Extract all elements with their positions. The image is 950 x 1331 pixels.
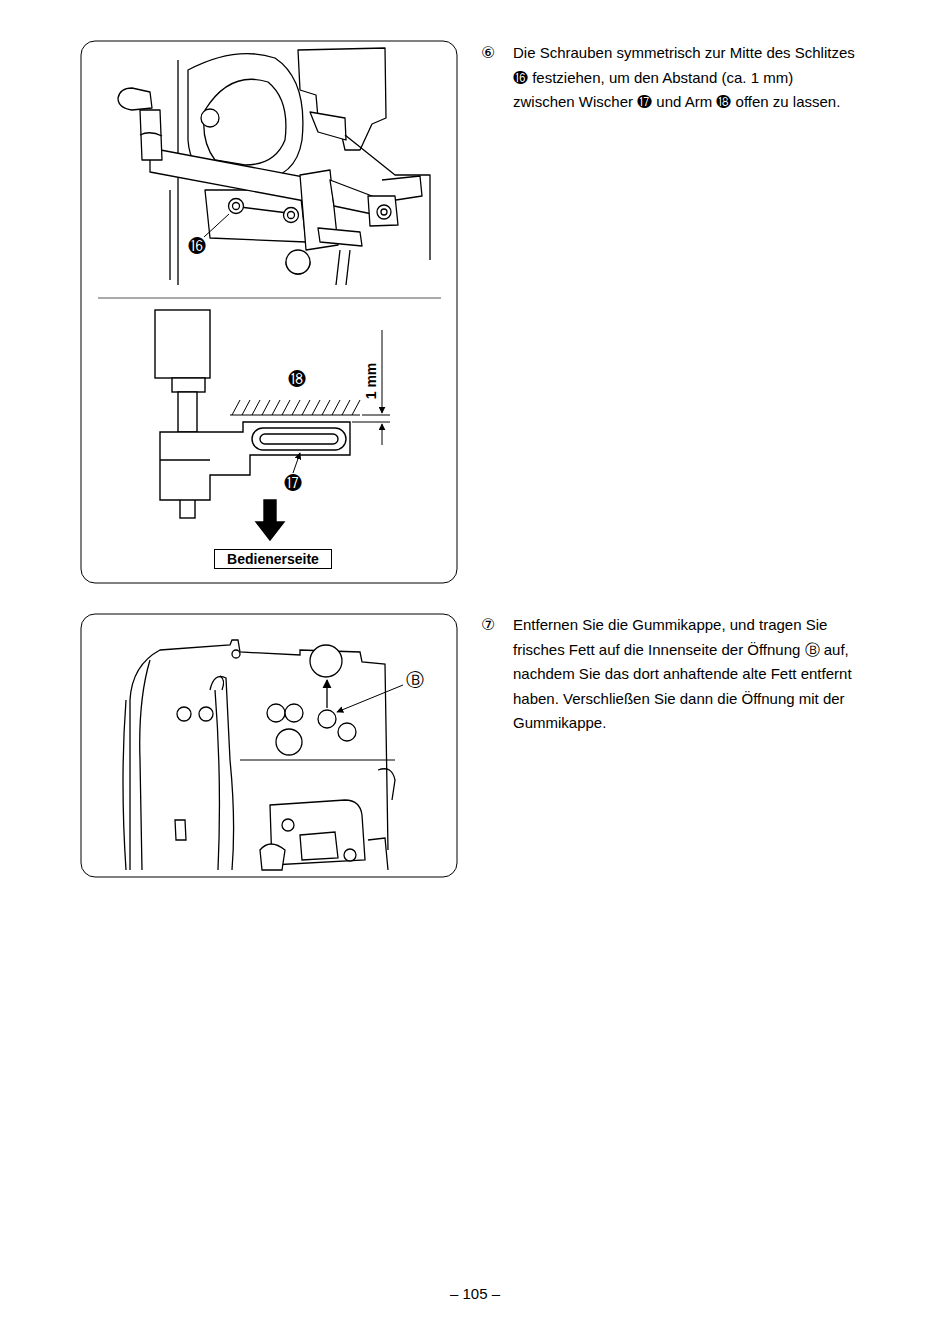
- drawing-stroke: [201, 109, 219, 127]
- drawing-stroke: [252, 428, 346, 450]
- drawing-stroke: [240, 760, 395, 761]
- callout-letter: Ⓑ: [405, 671, 425, 689]
- wiper-detail: [155, 310, 390, 540]
- drawing-stroke: [180, 498, 195, 518]
- drawing-stroke: [262, 400, 270, 415]
- callout-number: ⓲: [287, 370, 307, 388]
- drawing-stroke: [285, 704, 303, 722]
- drawing-stroke: [230, 414, 360, 415]
- drawing-stroke: [118, 88, 152, 110]
- drawing-stroke: [242, 400, 250, 415]
- drawing-stroke: [378, 769, 395, 800]
- drawing-stroke: [232, 650, 240, 658]
- drawing-stroke: [155, 310, 210, 378]
- drawing-stroke: [284, 208, 299, 223]
- drawing-stroke: [382, 176, 422, 200]
- label-box: Bedienerseite: [214, 549, 332, 569]
- drawing-stroke: [377, 205, 391, 219]
- drawing-stroke: [322, 400, 330, 415]
- drawing-stroke: [352, 400, 360, 415]
- drawing-stroke: [368, 196, 398, 226]
- instruction-text: Entfernen Sie die Gummikappe, und tragen…: [513, 613, 858, 736]
- step-number: ⑦: [481, 613, 495, 638]
- drawing-stroke: [267, 704, 285, 722]
- drawing-stroke: [368, 838, 388, 870]
- drawing-stroke: [98, 298, 441, 299]
- drawing-stroke: [233, 203, 240, 210]
- drawing-stroke: [160, 459, 210, 460]
- drawing-stroke: [282, 400, 290, 415]
- drawing-stroke: [318, 228, 362, 246]
- drawing-stroke: [178, 392, 197, 432]
- page-number: – 105 –: [450, 1285, 500, 1302]
- drawing-stroke: [123, 700, 126, 870]
- drawing-stroke: [298, 48, 386, 150]
- drawing-stroke: [286, 250, 310, 274]
- drawing-stroke: [140, 110, 162, 160]
- drawing-stroke: [302, 400, 310, 415]
- machine-drawing: [118, 48, 430, 285]
- drawing-stroke: [232, 400, 240, 415]
- drawing-stroke: [312, 400, 320, 415]
- figure-frame: [81, 41, 457, 877]
- drawing-stroke: [276, 729, 302, 755]
- drawing-stroke: [220, 676, 224, 690]
- drawing-stroke: [326, 680, 327, 708]
- drawing-stroke: [252, 400, 260, 415]
- instruction-text: Die Schrauben symmetrisch zur Mitte des …: [513, 41, 858, 115]
- drawing-stroke: [81, 41, 457, 583]
- drawing-stroke: [362, 415, 390, 416]
- drawing-stroke: [382, 330, 383, 413]
- machine-top-view: [123, 640, 403, 870]
- drawing-stroke: [332, 400, 340, 415]
- drawing-stroke: [292, 400, 300, 415]
- drawing-stroke: [130, 640, 388, 870]
- drawing-stroke: [260, 844, 285, 870]
- drawing-stroke: [338, 723, 356, 741]
- drawing-stroke: [288, 212, 295, 219]
- drawing-stroke: [160, 422, 350, 500]
- callout-number: ⓱: [283, 474, 303, 492]
- drawing-stroke: [177, 707, 191, 721]
- drawing-stroke: [260, 434, 338, 444]
- drawing-stroke: [310, 645, 342, 677]
- box-label: Bedienerseite: [227, 551, 319, 567]
- drawing-stroke: [382, 424, 383, 445]
- drawing-stroke: [336, 250, 340, 285]
- drawing-stroke: [344, 849, 356, 861]
- drawing-stroke: [282, 819, 294, 831]
- drawing-stroke: [169, 190, 170, 280]
- drawing-stroke: [310, 112, 346, 140]
- drawing-stroke: [140, 660, 150, 870]
- drawing-stroke: [346, 250, 350, 285]
- drawing-stroke: [81, 614, 457, 877]
- drawing-stroke: [140, 133, 162, 136]
- drawing-stroke: [342, 400, 350, 415]
- drawing-stroke: [172, 378, 205, 392]
- drawing-stroke: [215, 690, 219, 870]
- callout-number: ⓰: [187, 237, 207, 255]
- step-number: ⑥: [481, 41, 495, 66]
- drawing-stroke: [210, 677, 234, 871]
- drawing-stroke: [229, 199, 244, 214]
- drawing-stroke: [300, 832, 338, 860]
- drawing-stroke: [293, 453, 300, 473]
- drawing-stroke: [204, 214, 229, 237]
- drawing-stroke: [232, 400, 360, 415]
- drawing-stroke: [352, 422, 390, 423]
- drawing-stroke: [330, 180, 372, 214]
- drawing-stroke: [256, 500, 284, 540]
- drawing-stroke: [337, 685, 403, 712]
- drawing-stroke: [272, 400, 280, 415]
- dimension-label: 1 mm: [363, 363, 379, 400]
- drawing-stroke: [318, 710, 336, 728]
- drawing-stroke: [199, 707, 213, 721]
- drawing-stroke: [381, 209, 387, 215]
- drawing-stroke: [175, 820, 186, 840]
